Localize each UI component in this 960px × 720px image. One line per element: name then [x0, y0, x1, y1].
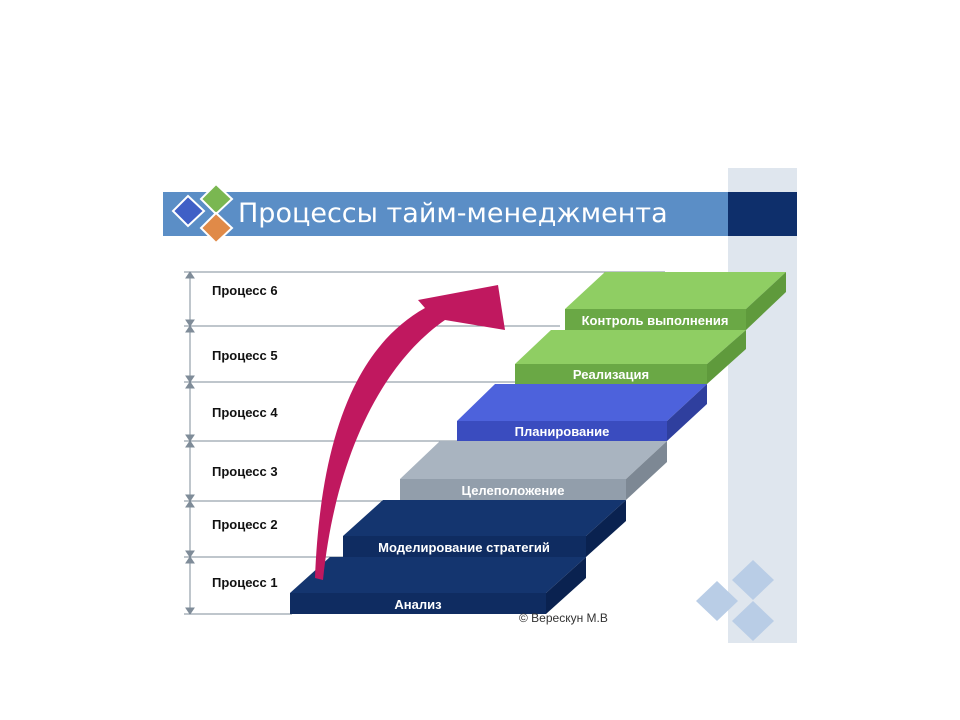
- page-title: Процессы тайм-менеджмента: [238, 198, 668, 229]
- copyright-text: © Верескун М.В: [519, 611, 608, 625]
- level-lines: [184, 271, 665, 615]
- step-label-6: Контроль выполнения: [582, 313, 729, 328]
- title-bar-accent: [728, 192, 797, 236]
- decorative-diamonds-icon: [696, 560, 774, 641]
- step-5: [515, 330, 746, 384]
- step-3: [400, 441, 667, 500]
- step-4: [457, 384, 707, 441]
- step-label-2: Моделирование стратегий: [378, 540, 550, 555]
- step-label-5: Реализация: [573, 367, 649, 382]
- process-label-1: Процесс 1: [212, 575, 278, 590]
- process-label-4: Процесс 4: [212, 405, 278, 420]
- process-label-2: Процесс 2: [212, 517, 278, 532]
- process-label-5: Процесс 5: [212, 348, 278, 363]
- side-panel: [728, 168, 797, 643]
- step-label-3: Целеположение: [462, 483, 565, 498]
- step-label-4: Планирование: [515, 424, 610, 439]
- title-bar: [163, 192, 728, 236]
- growth-arrow-icon: [315, 285, 505, 580]
- process-label-6: Процесс 6: [212, 283, 278, 298]
- dimension-line: [185, 271, 195, 615]
- stairs: [290, 272, 786, 614]
- logo-diamonds-icon: [171, 182, 234, 245]
- step-2: [343, 500, 626, 557]
- step-label-1: Анализ: [394, 597, 442, 612]
- step-6: [565, 272, 786, 330]
- step-1: [290, 557, 586, 614]
- process-label-3: Процесс 3: [212, 464, 278, 479]
